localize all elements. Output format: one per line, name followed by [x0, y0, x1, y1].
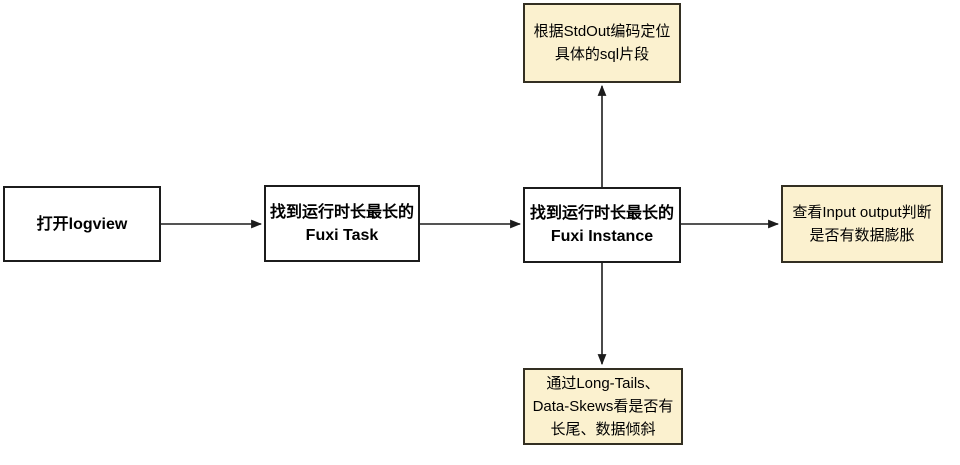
node-open-logview: 打开logview	[3, 186, 161, 262]
node-stdout-sql: 根据StdOut编码定位 具体的sql片段	[523, 3, 681, 83]
node-find-fuxi-task: 找到运行时长最长的 Fuxi Task	[264, 185, 420, 262]
node-find-fuxi-instance: 找到运行时长最长的 Fuxi Instance	[523, 187, 681, 263]
node-long-tails: 通过Long-Tails、 Data-Skews看是否有 长尾、数据倾斜	[523, 368, 683, 445]
node-input-output: 查看Input output判断 是否有数据膨胀	[781, 185, 943, 263]
